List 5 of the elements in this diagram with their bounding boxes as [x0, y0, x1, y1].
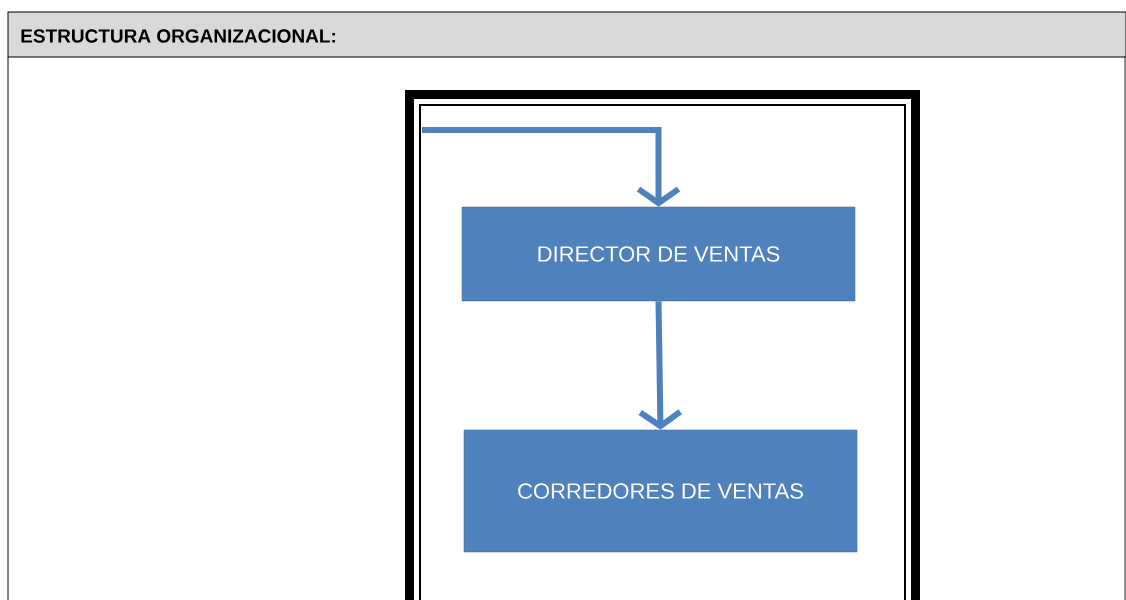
process-box: DIRECTOR DE VENTAS [461, 206, 856, 302]
process-box: CORREDORES DE VENTAS [463, 429, 858, 553]
arrow [422, 127, 681, 207]
arrow [638, 301, 682, 430]
heading: ESTRUCTURA ORGANIZACIONAL: [21, 29, 335, 43]
